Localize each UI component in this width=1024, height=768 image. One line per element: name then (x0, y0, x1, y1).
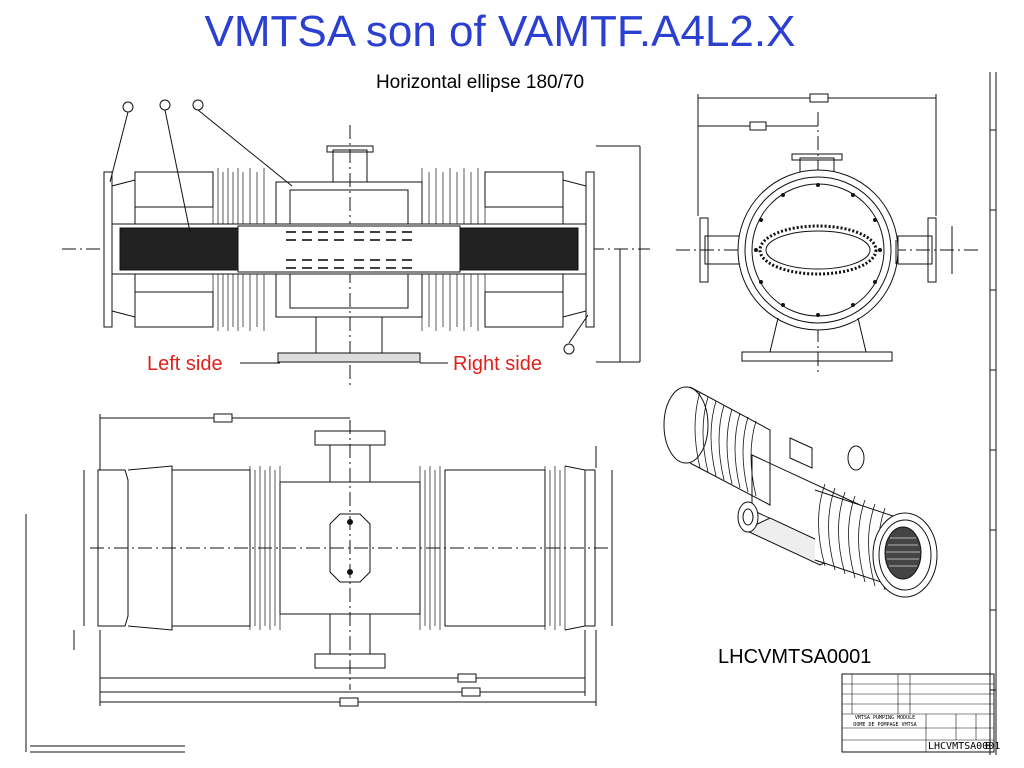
drawing-code: LHCVMTSA0001 (718, 646, 872, 668)
left-side-label: Left side (147, 353, 223, 375)
right-side-label: Right side (453, 353, 542, 375)
slide-subtitle: Horizontal ellipse 180/70 (375, 72, 585, 93)
title-block-part-number: LHCVMTSA0001 (928, 741, 1001, 752)
title-block-description-1: VMTSA PUMPING MODULE (854, 715, 916, 721)
title-block: VMTSA PUMPING MODULE DOME DE POMPAGE VMT… (842, 714, 1000, 752)
drawing-frame-tick-marks (990, 129, 996, 691)
title-block-description-2: DOME DE POMPAGE VMTSA (853, 722, 917, 728)
slide-title: VMTSA son of VAMTF.A4L2.X (204, 7, 796, 56)
title-block-revision: B (985, 741, 992, 752)
